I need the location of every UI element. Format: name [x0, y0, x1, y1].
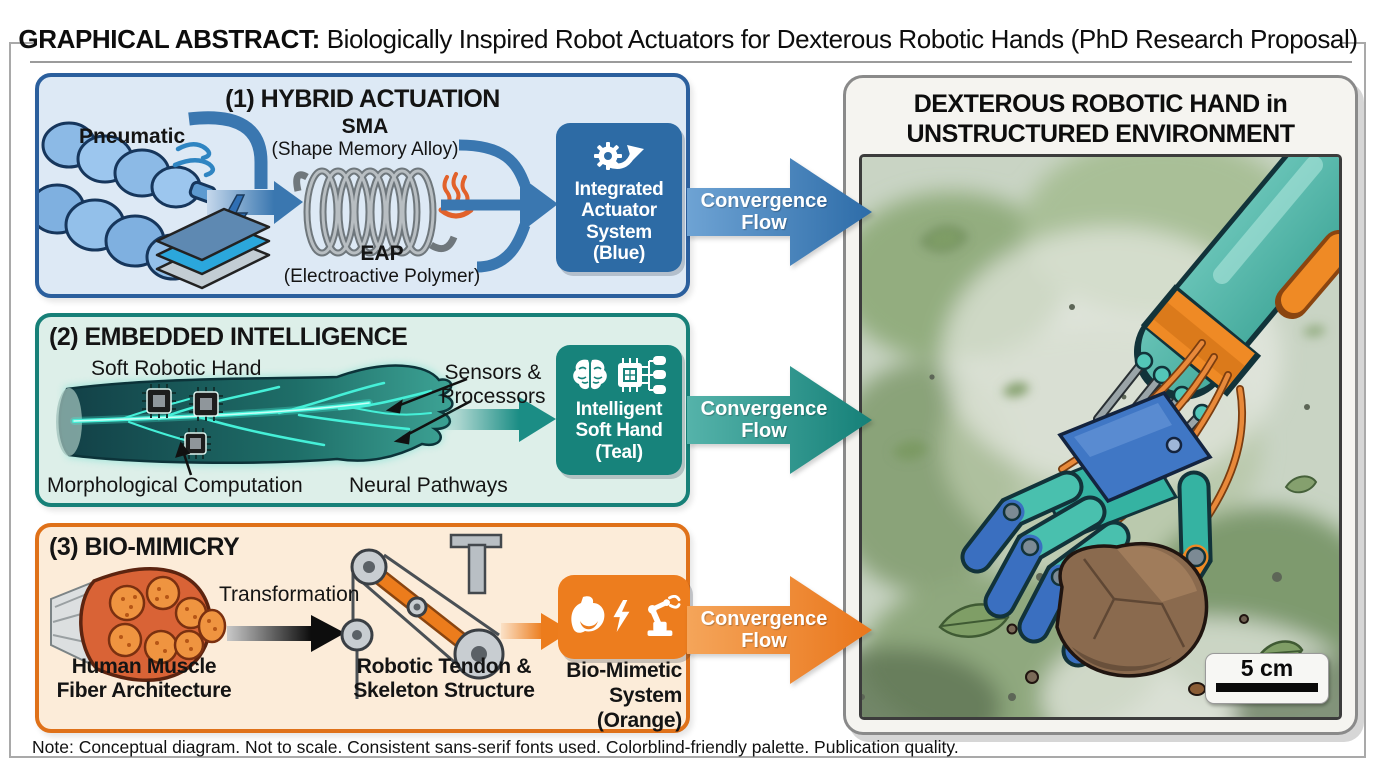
- scale-bar-label: 5 cm: [1240, 655, 1294, 681]
- tendon-line: Skeleton Structure: [353, 679, 535, 703]
- title-divider: [30, 61, 1352, 63]
- environment-illustration: [862, 157, 1339, 717]
- morphological-computation-label: Morphological Computation: [47, 474, 303, 497]
- endbox1-line: Integrated: [574, 179, 664, 200]
- endbox2-line: Intelligent: [575, 399, 663, 420]
- frame-left-tick: [9, 42, 33, 44]
- robot-arm-icon: [647, 595, 681, 637]
- page-title: GRAPHICAL ABSTRACT: Biologically Inspire…: [0, 24, 1376, 55]
- eap-label: EAP (Electroactive Polymer): [282, 242, 482, 288]
- arm-end-cap: [56, 388, 82, 456]
- bio-mimetic-system-label: Bio-Mimetic System (Orange): [472, 659, 682, 733]
- frame-bottom-line: [9, 756, 1366, 758]
- transformation-arrow-body: [227, 626, 311, 641]
- tendon-line: Robotic Tendon &: [356, 655, 532, 678]
- background-leaves: [892, 226, 1326, 461]
- sma-label: SMA (Shape Memory Alloy): [265, 115, 465, 161]
- sma-coil-art: [293, 167, 458, 257]
- convergence-arrow-blue: Convergence Flow: [687, 152, 872, 272]
- scale-bar-line: [1216, 683, 1318, 692]
- bio-flow-arrow-head: [541, 613, 571, 650]
- flexed-biceps-icon: [571, 596, 605, 633]
- eap-title: EAP: [360, 242, 404, 265]
- integrated-actuator-system-box: Integrated Actuator System (Blue): [556, 123, 682, 272]
- arrow-shape: [687, 576, 872, 684]
- footnote: Note: Conceptual diagram. Not to scale. …: [32, 737, 959, 757]
- neural-pathways-label: Neural Pathways: [349, 474, 508, 497]
- hybrid-actuation-illustration: [39, 111, 558, 290]
- convergence-flow-label: Convergence Flow: [700, 608, 828, 652]
- muscle-line: Fiber Architecture: [56, 679, 232, 703]
- endbox2-line: (Teal): [595, 441, 643, 463]
- scale-bar: 5 cm: [1205, 653, 1329, 704]
- robotic-tendon-art: [340, 533, 505, 699]
- panel-embedded-intelligence: (2) EMBEDDED INTELLIGENCE Soft Robotic H…: [35, 313, 690, 507]
- flow-arrow-body: [437, 409, 519, 430]
- bio-flow-arrow-body: [501, 623, 543, 639]
- convergence-arrow-teal: Convergence Flow: [687, 360, 872, 480]
- neural-pathways-art: [70, 381, 433, 447]
- robotic-hand-scene: 5 cm: [859, 154, 1342, 720]
- panel-hybrid-actuation: (1) HYBRID ACTUATION Pneumatic SMA (Shap…: [35, 73, 690, 298]
- sensors-processors-label: Sensors & Processors: [427, 361, 559, 409]
- flow-arrow-head: [519, 397, 556, 442]
- eap-sheets-art: [155, 207, 271, 290]
- result-panel: DEXTEROUS ROBOTIC HAND in UNSTRUCTURED E…: [843, 75, 1358, 735]
- pneumatic-connector: [188, 111, 268, 189]
- frame-right-tick: [1342, 42, 1366, 44]
- bio-mimetic-system-box: [558, 575, 690, 659]
- arrow-shape: [687, 158, 872, 266]
- soft-robotic-hand-label: Soft Robotic Hand: [91, 357, 262, 380]
- intelligent-soft-hand-box: Intelligent Soft Hand (Teal): [556, 345, 682, 475]
- frame-left-line: [9, 42, 11, 757]
- page-title-prefix: GRAPHICAL ABSTRACT:: [18, 24, 320, 54]
- airflow-icon: [172, 142, 216, 178]
- endbox2-line: Soft Hand: [575, 420, 663, 442]
- endbox1-line: System: [586, 221, 652, 243]
- frame-right-line: [1364, 42, 1366, 757]
- transformation-arrow-head: [311, 615, 345, 652]
- sma-subtitle: (Shape Memory Alloy): [271, 139, 459, 161]
- lightning-bolt-icon: [613, 600, 630, 632]
- processors-line: Processors: [440, 385, 546, 409]
- muscle-line: Human Muscle: [71, 655, 217, 678]
- bio-mimicry-illustration: [50, 533, 571, 699]
- chip-network-icon: [618, 356, 666, 394]
- transformation-label: Transformation: [219, 583, 360, 606]
- endbox3-line: System: [609, 683, 682, 707]
- convergence-flow-label: Convergence Flow: [700, 398, 828, 442]
- robotic-tendon-label: Robotic Tendon & Skeleton Structure: [344, 655, 544, 703]
- arrow-shape: [687, 366, 872, 474]
- eap-subtitle: (Electroactive Polymer): [283, 266, 481, 288]
- sensors-line: Sensors &: [444, 361, 542, 384]
- endbox1-line: (Blue): [592, 243, 646, 265]
- panel-bio-mimicry: (3) BIO-MIMICRY Transformation Human Mus…: [35, 523, 690, 733]
- embedded-chips-art: [142, 384, 223, 459]
- brain-icon: [573, 359, 607, 390]
- sma-title: SMA: [341, 115, 389, 138]
- panel3-header: (3) BIO-MIMICRY: [49, 533, 240, 561]
- muscle-fiber-art: [50, 567, 227, 682]
- pneumatic-label: Pneumatic: [79, 125, 186, 148]
- endbox3-line: (Orange): [596, 708, 682, 732]
- endbox1-line: Actuator: [581, 200, 657, 222]
- convergence-flow-label: Convergence Flow: [700, 190, 828, 234]
- panel1-header: (1) HYBRID ACTUATION: [225, 85, 500, 113]
- convergence-head: [520, 176, 558, 233]
- rock-art: [1006, 541, 1249, 696]
- convergence-arrow-orange: Convergence Flow: [687, 570, 872, 690]
- panel2-header: (2) EMBEDDED INTELLIGENCE: [49, 323, 408, 351]
- human-muscle-label: Human Muscle Fiber Architecture: [49, 655, 239, 703]
- gear-arrow-icon: [594, 142, 644, 170]
- result-title: DEXTEROUS ROBOTIC HAND in UNSTRUCTURED E…: [906, 90, 1296, 148]
- endbox3-line: Bio-Mimetic: [566, 659, 682, 682]
- page-title-text: Biologically Inspired Robot Actuators fo…: [319, 24, 1358, 54]
- embedded-intelligence-illustration: [56, 363, 556, 476]
- merge-arrow-head: [274, 181, 303, 224]
